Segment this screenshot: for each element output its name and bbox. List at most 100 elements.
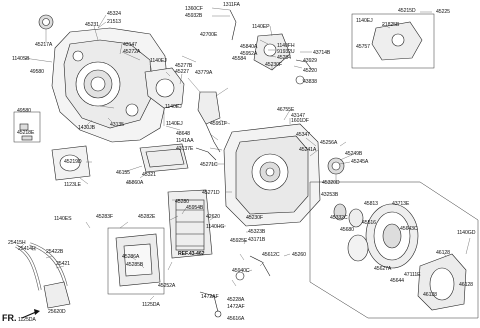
part-label-45584: 45584 — [232, 56, 246, 62]
part-label-45227: 45227 — [175, 69, 189, 75]
part-label-25421: 25421 — [56, 261, 70, 267]
part-label-45271D: 45271D — [202, 190, 220, 196]
part-label-45228A: 45228A — [227, 297, 245, 303]
part-label-48648: 48648 — [176, 131, 190, 137]
part-label-1123LE: 1123LE — [64, 182, 81, 188]
part-label-45643C: 45643C — [400, 226, 418, 232]
part-label-1430JB: 1430JB — [78, 125, 95, 131]
part-label-45218E: 45218E — [17, 130, 35, 136]
part-label-45252A: 45252A — [158, 283, 176, 289]
part-label-25414H: 25414H — [18, 246, 36, 252]
part-label-1601DF: 1601DF — [291, 118, 309, 124]
part-label-45813: 45813 — [364, 201, 378, 207]
part-label-45347: 45347 — [296, 132, 310, 138]
part-label-45860A: 45860A — [126, 180, 144, 186]
part-label-45271C: 45271C — [200, 162, 218, 168]
part-label-45627A: 45627A — [374, 266, 392, 272]
part-label-45272A: 45272A — [123, 49, 141, 55]
part-label-47111E: 47111E — [404, 272, 421, 278]
front-direction-label: FR. — [2, 313, 17, 323]
part-label-45757: 45757 — [356, 44, 370, 50]
part-label-1140EJ-d: 1140EJ — [166, 121, 183, 127]
part-label-46128-a: 46128 — [436, 250, 450, 256]
part-label-43714B: 43714B — [313, 50, 331, 56]
part-label-1140EJ-b: 1140EJ — [150, 58, 167, 64]
part-label-45245A: 45245A — [351, 159, 369, 165]
part-label-1125DA-b: 1125DA — [18, 317, 36, 323]
part-label-1140HG: 1140HG — [206, 224, 225, 230]
part-label-1140FH: 1140FH — [277, 43, 295, 49]
part-label-45241A: 45241A — [299, 147, 317, 153]
part-label-1472AF-a: 1472AF — [201, 294, 219, 300]
part-label-45932B: 45932B — [185, 13, 203, 19]
part-label-1125DA-a: 1125DA — [142, 302, 160, 308]
part-label-1140EP: 1140EP — [252, 24, 270, 30]
part-label-25422B: 25422B — [46, 249, 64, 255]
part-label-45324: 45324 — [107, 11, 121, 17]
part-label-45215D: 45215D — [398, 8, 416, 14]
front-direction-arrow — [21, 309, 40, 319]
part-label-43171B: 43171B — [248, 237, 266, 243]
part-label-45940C: 45940C — [232, 268, 250, 274]
part-label-45219D: 45219D — [64, 159, 82, 165]
part-label-45951F: 45951F — [210, 121, 227, 127]
part-label-45230F: 45230F — [265, 62, 282, 68]
part-label-45952A: 45952A — [240, 51, 258, 57]
part-label-46128-b: 46128 — [459, 282, 473, 288]
part-label-42620: 42620 — [206, 214, 220, 220]
part-label-1140EJ-c: 1140EJ — [165, 104, 182, 110]
part-label-45283F: 45283F — [96, 214, 113, 220]
part-label-45217A: 45217A — [35, 42, 53, 48]
part-label-45954B: 45954B — [186, 205, 204, 211]
part-label-42700E: 42700E — [200, 32, 218, 38]
part-label-45284: 45284 — [277, 55, 291, 61]
part-label-45282E: 45282E — [138, 214, 156, 220]
bracket-group-box — [351, 13, 435, 69]
part-label-43253B: 43253B — [321, 192, 339, 198]
part-label-46128-c: 46128 — [423, 292, 437, 298]
part-label-45321: 45321 — [142, 172, 156, 178]
part-label-43135: 43135 — [110, 122, 124, 128]
part-label-1140SB: 1140SB — [12, 56, 30, 62]
part-label-45260: 45260 — [292, 252, 306, 258]
part-label-91932U: 91932U — [277, 49, 295, 55]
part-label-45332C: 45332C — [330, 215, 348, 221]
part-label-43147-b: 43147 — [291, 113, 305, 119]
part-label-21513: 21513 — [107, 19, 121, 25]
part-label-45286A: 45286A — [122, 254, 140, 260]
part-label-45280: 45280 — [175, 199, 189, 205]
valve-body — [167, 189, 213, 259]
part-label-43137E: 43137E — [176, 146, 194, 152]
part-label-43147: 43147 — [123, 42, 137, 48]
part-label-1141AA: 1141AA — [176, 138, 194, 144]
clutch-group-box — [309, 181, 479, 319]
part-label-1311FA: 1311FA — [223, 2, 240, 8]
part-label-1360CF: 1360CF — [185, 6, 203, 12]
part-label-1140ES: 1140ES — [54, 216, 72, 222]
part-label-45256A: 45256A — [320, 140, 338, 146]
part-label-45249B: 45249B — [345, 151, 363, 157]
part-label-45680: 45680 — [340, 227, 354, 233]
part-label-43929: 43929 — [303, 58, 317, 64]
part-label-25620D: 25620D — [48, 309, 66, 315]
part-label-45925E: 45925E — [230, 238, 248, 244]
part-label-45616A: 45616A — [227, 316, 245, 322]
part-label-25415H: 25415H — [8, 240, 26, 246]
part-label-45840A: 45840A — [240, 44, 258, 50]
part-label-46755E: 46755E — [277, 107, 295, 113]
part-label-45231: 45231 — [85, 22, 99, 28]
part-label-43838: 43838 — [303, 79, 317, 85]
part-label-43713E: 43713E — [392, 201, 410, 207]
part-label-1140GD: 1140GD — [457, 230, 476, 236]
part-label-45285B: 45285B — [126, 262, 144, 268]
part-label-49580-a: 49580 — [30, 69, 44, 75]
cooler-hose-a — [15, 244, 42, 291]
part-label-45230F-b: 45230F — [246, 215, 263, 221]
part-label-45220: 45220 — [303, 68, 317, 74]
part-label-45225: 45225 — [436, 9, 450, 15]
part-label-45612C: 45612C — [262, 252, 280, 258]
part-label-46155: 46155 — [116, 170, 130, 176]
part-label-1472AF-b: 1472AF — [227, 304, 245, 310]
